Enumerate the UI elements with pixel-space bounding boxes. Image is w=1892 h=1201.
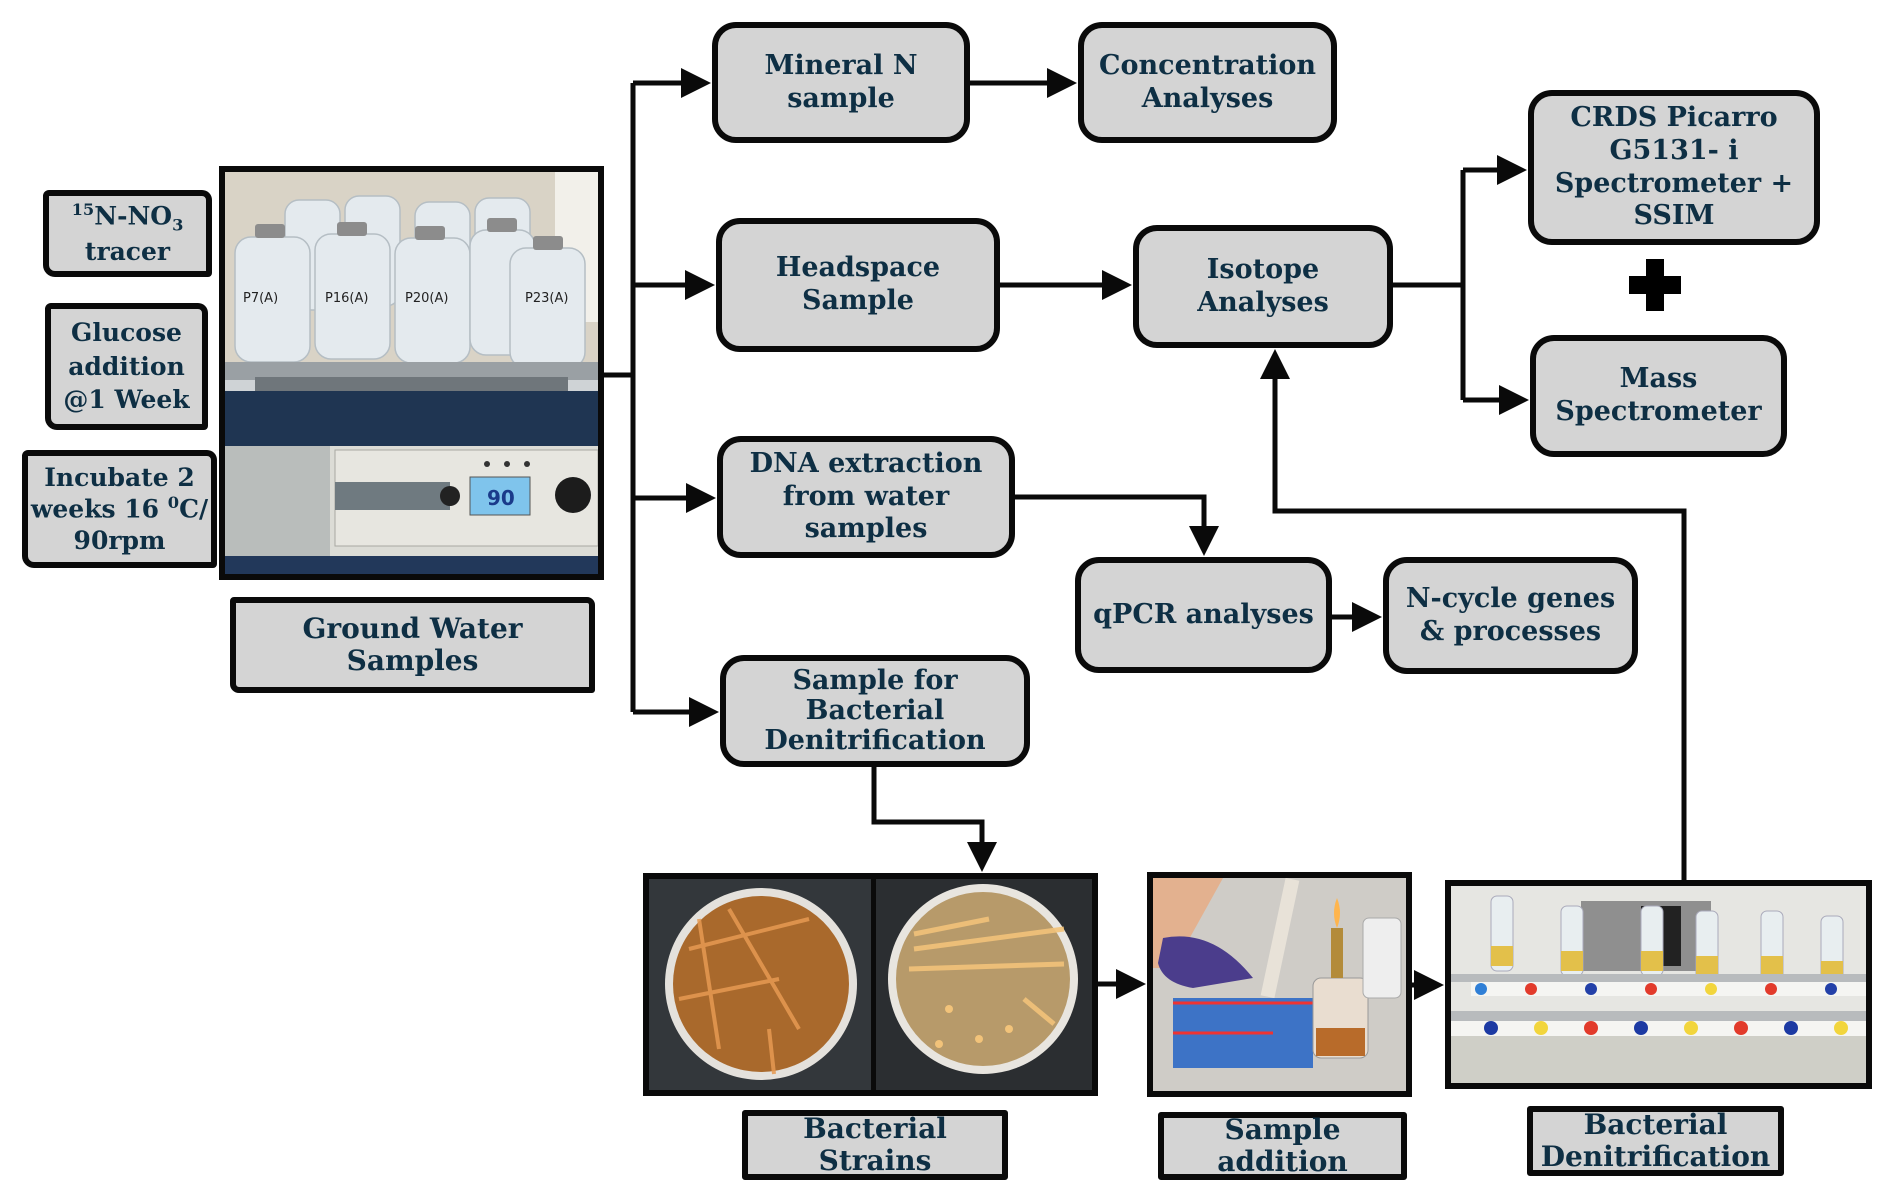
bacterial-strains-photo bbox=[643, 873, 1098, 1096]
tracer-label: tracer bbox=[84, 236, 171, 266]
glucose-line: @1 Week bbox=[63, 385, 190, 415]
glucose-line: Glucose bbox=[71, 317, 182, 347]
svg-text:90: 90 bbox=[487, 486, 515, 510]
crds-picarro-node: CRDS Picarro G5131- i Spectrometer + SSI… bbox=[1528, 90, 1820, 245]
bacterial-denitrification-caption: Bacterial Denitrification bbox=[1527, 1106, 1784, 1176]
concentration-analyses-node: Concentration Analyses bbox=[1078, 22, 1337, 143]
n-cycle-genes-node: N-cycle genes & processes bbox=[1383, 557, 1638, 674]
svg-text:P23(A): P23(A) bbox=[525, 291, 568, 306]
bacterial-denitrification-sample-node: Sample for Bacterial Denitrification bbox=[720, 655, 1030, 767]
incubate-line: weeks 16 0C/ bbox=[30, 493, 209, 524]
bacterial-strains-caption: Bacterial Strains bbox=[742, 1110, 1008, 1180]
headspace-sample-node: Headspace Sample bbox=[716, 218, 1000, 352]
groundwater-caption: Ground Water Samples bbox=[230, 597, 595, 693]
connector-isotope-branch bbox=[1393, 170, 1466, 400]
dna-extraction-node: DNA extraction from water samples bbox=[717, 436, 1015, 558]
bacterial-denitrification-photo bbox=[1445, 880, 1872, 1089]
mass-spectrometer-node: Mass Spectrometer bbox=[1530, 335, 1787, 457]
glucose-box: Glucose addition @1 Week bbox=[45, 303, 208, 430]
mineral-n-sample-node: Mineral N sample bbox=[712, 22, 970, 143]
petri-dish-illustration bbox=[649, 879, 1092, 1090]
incubate-box: Incubate 2 weeks 16 0C/ 90rpm bbox=[22, 450, 217, 568]
shaker-illustration: P7(A) P16(A) P20(A) P23(A) 90 bbox=[225, 172, 598, 574]
bottle-labels: P7(A) P16(A) P20(A) P23(A) bbox=[243, 291, 568, 306]
tracer-box: 15N-NO3 tracer bbox=[43, 190, 212, 277]
arrow-dna-to-qpcr bbox=[1015, 494, 1219, 556]
sample-addition-caption: Sample addition bbox=[1158, 1112, 1407, 1180]
tracer-formula: 15N-NO3 bbox=[71, 200, 184, 235]
incubate-line: Incubate 2 bbox=[44, 462, 195, 492]
svg-text:P20(A): P20(A) bbox=[405, 291, 448, 306]
stopcocks bbox=[1475, 983, 1848, 1035]
incubate-line: 90rpm bbox=[73, 525, 166, 555]
lab-bench-illustration bbox=[1153, 878, 1406, 1091]
arrow-bact-sample-to-strains bbox=[871, 767, 997, 872]
qpcr-analyses-node: qPCR analyses bbox=[1075, 557, 1332, 673]
groundwater-photo: P7(A) P16(A) P20(A) P23(A) 90 bbox=[219, 166, 604, 580]
svg-text:P16(A): P16(A) bbox=[325, 291, 368, 306]
manifold-illustration bbox=[1451, 886, 1866, 1083]
glucose-line: addition bbox=[68, 351, 185, 381]
svg-text:P7(A): P7(A) bbox=[243, 291, 278, 306]
isotope-analyses-node: Isotope Analyses bbox=[1133, 225, 1393, 348]
plus-icon bbox=[1629, 259, 1681, 311]
sample-addition-photo bbox=[1147, 872, 1412, 1097]
